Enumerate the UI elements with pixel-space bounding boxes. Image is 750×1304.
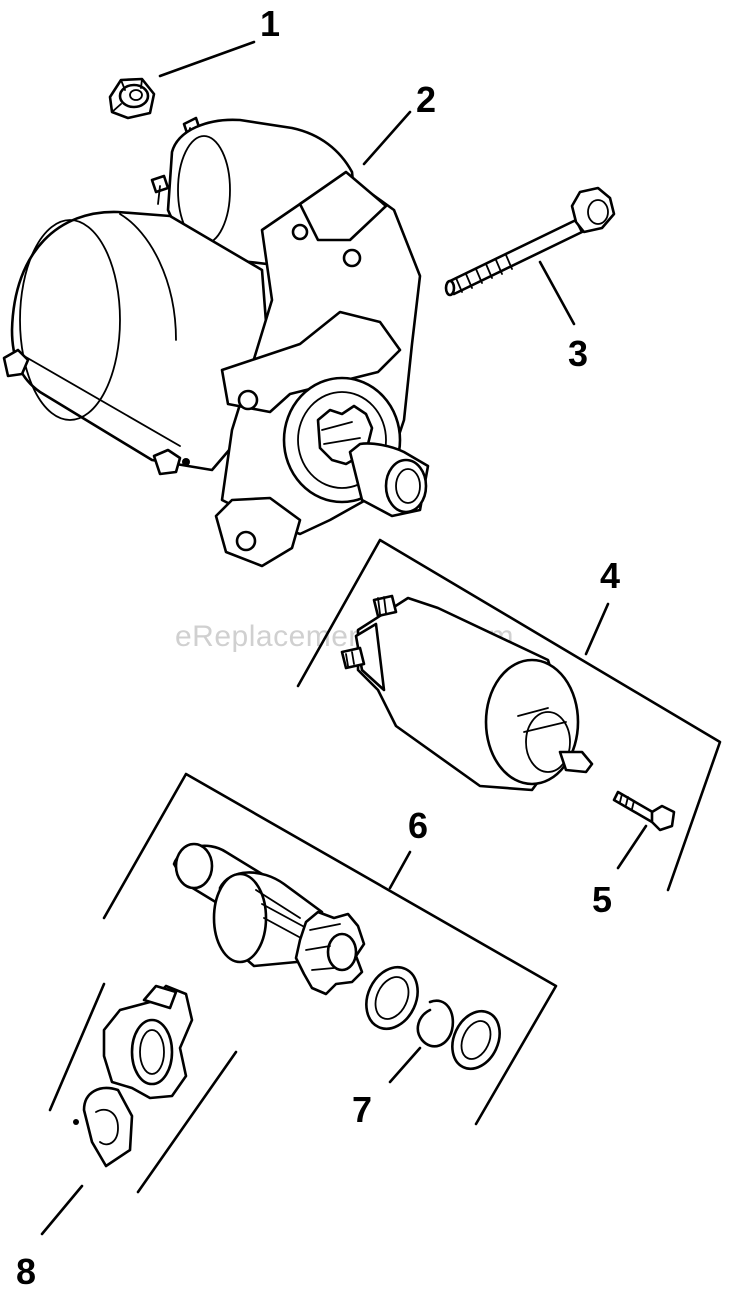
callout-7: 7 [352,1089,372,1130]
through-bolt-icon[interactable] [444,186,616,297]
leader-line-1 [158,40,256,78]
leader-line-5 [616,824,648,870]
solenoid-icon[interactable] [340,594,594,792]
callout-2: 2 [416,79,436,120]
group-bracket-lever-right [136,1050,238,1194]
leader-line-7 [388,1046,422,1084]
leader-line-4 [584,602,610,656]
leader-line-3 [538,260,576,326]
retaining-ring-and-washers-icon[interactable] [357,959,509,1077]
leader-line-2 [362,110,412,166]
drive-pinion-assembly-icon[interactable] [172,842,366,996]
leader-line-6 [388,850,412,890]
leader-line-8 [40,1184,84,1236]
callout-4: 4 [600,555,620,596]
group-bracket-drive [102,772,558,1126]
callout-5: 5 [592,879,612,920]
callout-6: 6 [408,805,428,846]
group-bracket-solenoid [296,538,722,892]
screw-icon[interactable] [612,790,676,832]
callout-8: 8 [16,1251,36,1292]
flange-nut-icon[interactable] [108,77,156,120]
group-bracket-lever-left [48,982,106,1112]
callout-1: 1 [260,3,280,44]
starter-motor-icon[interactable] [2,116,430,568]
drive-lever-icon[interactable] [73,984,194,1168]
callout-3: 3 [568,333,588,374]
